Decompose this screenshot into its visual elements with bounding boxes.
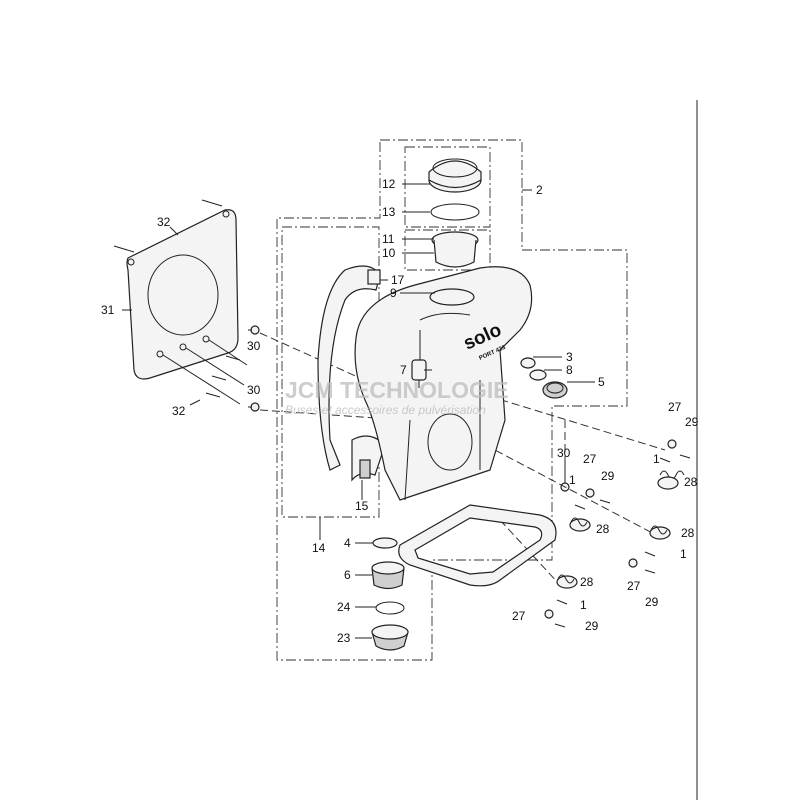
- callout-32-bottom: 32: [172, 404, 186, 418]
- washer-27-d: [544, 609, 554, 619]
- back-plate-screws: [162, 339, 248, 405]
- seal-4: [372, 537, 398, 549]
- nut-5: [542, 381, 568, 399]
- callout-13: 13: [382, 205, 396, 219]
- washer-27-c: [628, 558, 638, 568]
- clips-1: [556, 457, 671, 605]
- spring-28-c: [649, 525, 671, 540]
- callout-27-a: 27: [668, 400, 682, 414]
- callout-28-b: 28: [596, 522, 610, 536]
- callout-14: 14: [312, 541, 326, 555]
- leader-lines: [122, 183, 595, 639]
- oring-3: [520, 357, 536, 369]
- group-10-11-boundary: [404, 229, 491, 271]
- callout-29-c: 29: [645, 595, 659, 609]
- callout-12: 12: [382, 177, 396, 191]
- callout-3: 3: [566, 350, 573, 364]
- harness-strap: [317, 265, 386, 482]
- tank-cap: [428, 158, 482, 193]
- tank-filler-neck: [429, 288, 475, 306]
- back-plate: [113, 199, 239, 380]
- washer-8: [529, 369, 547, 381]
- cap-gasket: [430, 203, 480, 221]
- callout-30-upper: 30: [247, 339, 261, 353]
- callout-15: 15: [355, 499, 369, 513]
- washer-30-upper: [250, 325, 260, 335]
- callout-1-b: 1: [569, 473, 576, 487]
- callout-23: 23: [337, 631, 351, 645]
- callout-2: 2: [536, 183, 543, 197]
- callout-1-c: 1: [680, 547, 687, 561]
- callout-24: 24: [337, 600, 351, 614]
- callout-29-a: 29: [685, 415, 699, 429]
- callout-7: 7: [400, 363, 407, 377]
- callout-4: 4: [344, 536, 351, 550]
- cap-23: [371, 624, 409, 651]
- callout-labels: 2 12 13 11 10 17 9 7 3 8 5 31 32 32 30 3…: [101, 177, 699, 645]
- callout-28-d: 28: [580, 575, 594, 589]
- watermark-subtitle: Buses et accessoires de pulvérisation: [285, 403, 486, 417]
- callout-17: 17: [391, 273, 405, 287]
- tank-body: [354, 266, 533, 501]
- callout-29-d: 29: [585, 619, 599, 633]
- washer-27-a: [667, 439, 677, 449]
- callout-27-d: 27: [512, 609, 526, 623]
- callout-27-b: 27: [583, 452, 597, 466]
- spring-28-b: [569, 517, 591, 532]
- clip-24: [375, 601, 405, 615]
- callout-31: 31: [101, 303, 115, 317]
- base-frame: [398, 504, 557, 587]
- callout-27-c: 27: [627, 579, 641, 593]
- callout-1-a: 1: [653, 452, 660, 466]
- callout-10: 10: [382, 246, 396, 260]
- alignment-line: [499, 519, 561, 586]
- group-12-13-boundary: [404, 146, 491, 228]
- callout-28-a: 28: [684, 475, 698, 489]
- callout-28-c: 28: [681, 526, 695, 540]
- callout-11: 11: [382, 232, 395, 246]
- callout-1-d: 1: [580, 598, 587, 612]
- fitting-6: [371, 561, 405, 590]
- screws-29: [554, 454, 691, 628]
- washer-27-b: [585, 488, 595, 498]
- spring-28-a: [657, 470, 685, 490]
- callout-9: 9: [390, 286, 397, 300]
- callout-6: 6: [344, 568, 351, 582]
- callout-8: 8: [566, 363, 573, 377]
- spring-28-d: [556, 574, 578, 589]
- filter-basket: [431, 231, 479, 268]
- callout-29-b: 29: [601, 469, 615, 483]
- assembly-2-boundary: [276, 139, 628, 661]
- callout-30-right: 30: [557, 446, 571, 460]
- washer-30-lower: [250, 402, 260, 412]
- callout-5: 5: [598, 375, 605, 389]
- callout-32-top: 32: [157, 215, 171, 229]
- callout-30-lower: 30: [247, 383, 261, 397]
- watermark-title: JCM TECHNOLOGIE: [285, 377, 509, 403]
